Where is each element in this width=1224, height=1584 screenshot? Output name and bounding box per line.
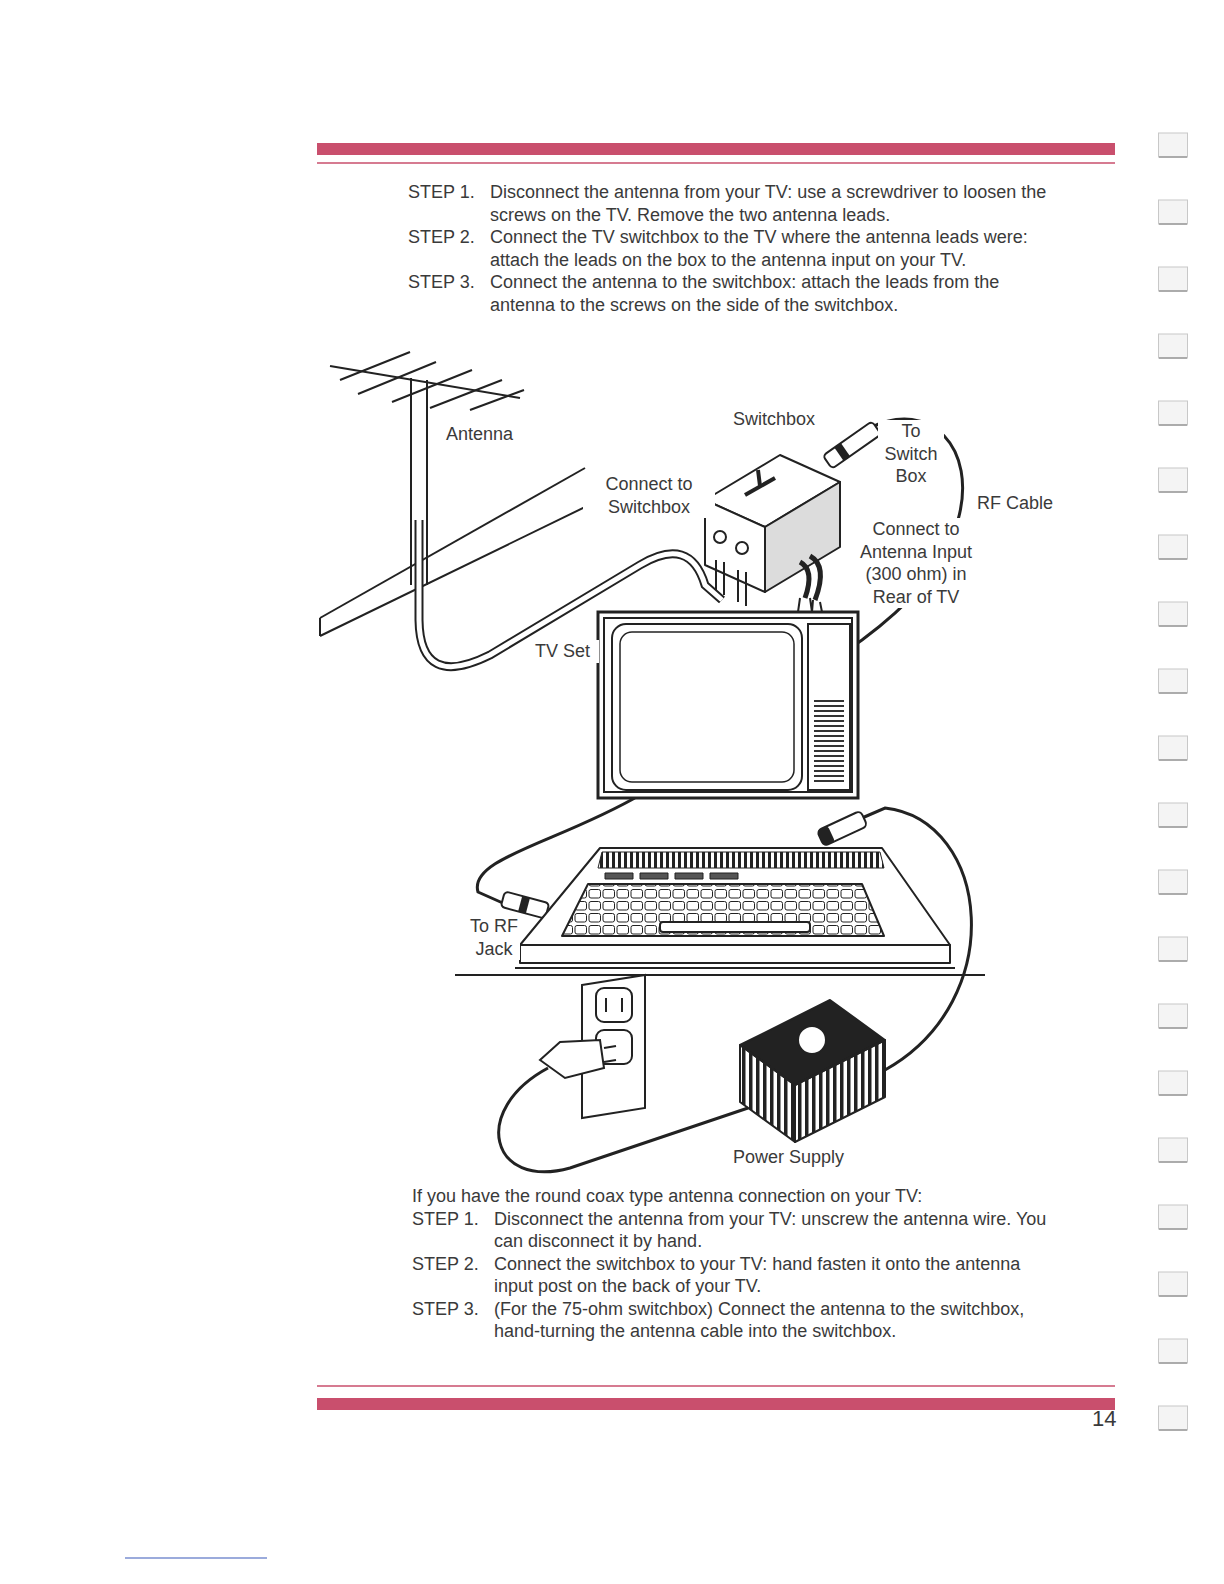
step-number: STEP 1. — [412, 1208, 494, 1253]
function-key — [640, 873, 668, 879]
text-row: STEP 2.Connect the switchbox to your TV:… — [412, 1253, 1052, 1298]
callout-label: To RF Jack — [468, 915, 520, 960]
text-row: STEP 1.Disconnect the antenna from your … — [408, 181, 1048, 226]
part-label: Switchbox — [731, 408, 835, 431]
computer-case — [520, 848, 950, 945]
text-row: STEP 1.Disconnect the antenna from your … — [412, 1208, 1052, 1253]
callout-label: Connect to Switchbox — [583, 473, 715, 518]
antenna-drawing — [320, 352, 620, 636]
scan-mark — [125, 1557, 267, 1559]
page-number: 14 — [1092, 1406, 1132, 1432]
terminal-fork — [716, 560, 746, 606]
plug-prong — [604, 1060, 616, 1062]
outlet-slot — [605, 998, 607, 1012]
outlet-slot — [621, 998, 623, 1012]
header-bar — [317, 143, 1115, 155]
header-rule — [317, 162, 1115, 164]
terminal-screw — [736, 542, 748, 554]
rf-plug-band — [518, 896, 530, 914]
computer-drawing — [455, 848, 985, 975]
step-number: STEP 3. — [408, 271, 490, 316]
step-number: STEP 2. — [412, 1253, 494, 1298]
power-cord — [499, 1068, 748, 1172]
step-text: (For the 75-ohm switchbox) Connect the a… — [494, 1298, 1052, 1343]
text-block: STEP 1.Disconnect the antenna from your … — [408, 181, 1048, 316]
connector-tip — [817, 826, 835, 846]
text-row: If you have the round coax type antenna … — [412, 1185, 1052, 1208]
table-edge — [455, 974, 985, 976]
tv-control-panel — [808, 624, 850, 790]
switchbox-drawing — [705, 455, 840, 612]
footer-bar — [317, 1398, 1115, 1410]
intro-text: If you have the round coax type antenna … — [412, 1185, 1052, 1208]
antenna-element — [430, 380, 502, 408]
power-connector — [817, 811, 868, 847]
step-text: Disconnect the antenna from your TV: uns… — [494, 1208, 1052, 1253]
roof-edge — [320, 468, 585, 618]
antenna-element — [340, 352, 410, 380]
power-plug — [540, 1040, 616, 1078]
supply-front — [740, 1045, 795, 1142]
function-key — [710, 873, 738, 879]
connector-body — [817, 811, 868, 847]
space-bar — [660, 922, 810, 932]
table-edge — [515, 967, 955, 969]
callout-label: Connect to Antenna Input (300 ohm) in Re… — [842, 518, 990, 608]
part-label: RF Cable — [975, 492, 1069, 515]
tv-bezel — [604, 618, 852, 792]
terminal-screw — [714, 531, 726, 543]
step-text: Connect the TV switchbox to the TV where… — [490, 226, 1048, 271]
tv-cabinet — [598, 612, 858, 798]
tv-screen — [612, 624, 802, 790]
function-key — [675, 873, 703, 879]
switchbox-side — [765, 482, 840, 592]
roof-edge — [319, 618, 321, 636]
step-text: Connect the antenna to the switchbox: at… — [490, 271, 1048, 316]
tv-screen-inner — [620, 632, 794, 782]
step-number: STEP 2. — [408, 226, 490, 271]
text-block: If you have the round coax type antenna … — [412, 1185, 1052, 1343]
antenna-mast — [410, 378, 412, 585]
part-label: Antenna — [444, 423, 538, 446]
step-number: STEP 1. — [408, 181, 490, 226]
footer-rule — [317, 1385, 1115, 1387]
computer-front — [520, 945, 950, 963]
rf-plug-band — [834, 443, 850, 461]
text-row: STEP 2.Connect the TV switchbox to the T… — [408, 226, 1048, 271]
keyboard-keys — [562, 884, 884, 936]
step-number: STEP 3. — [412, 1298, 494, 1343]
tv-drawing — [598, 612, 858, 798]
rf-cable — [477, 419, 962, 904]
power-cable — [862, 808, 971, 1070]
outlet-socket — [596, 988, 632, 1022]
callout-label: To Switch Box — [878, 420, 944, 488]
power-supply-drawing — [740, 1000, 885, 1142]
lead-fork — [798, 598, 822, 612]
plug-prong — [604, 1046, 616, 1048]
antenna-element — [470, 390, 524, 410]
function-key — [605, 873, 633, 879]
roof-edge — [320, 490, 620, 636]
tv-speaker-grill — [814, 700, 844, 782]
part-label: Power Supply — [731, 1146, 865, 1169]
switch-lever — [758, 470, 760, 486]
step-text: Connect the switchbox to your TV: hand f… — [494, 1253, 1052, 1298]
computer-vents — [598, 852, 884, 868]
supply-side — [795, 1040, 885, 1142]
tv-lead — [800, 556, 820, 600]
part-label: TV Set — [533, 640, 599, 663]
step-text: Disconnect the antenna from your TV: use… — [490, 181, 1048, 226]
text-row: STEP 3.(For the 75-ohm switchbox) Connec… — [412, 1298, 1052, 1343]
text-row: STEP 3.Connect the antenna to the switch… — [408, 271, 1048, 316]
antenna-mast — [426, 380, 428, 585]
index-tabs — [1158, 130, 1188, 1440]
supply-logo — [798, 1026, 826, 1054]
plug-body — [540, 1040, 604, 1078]
